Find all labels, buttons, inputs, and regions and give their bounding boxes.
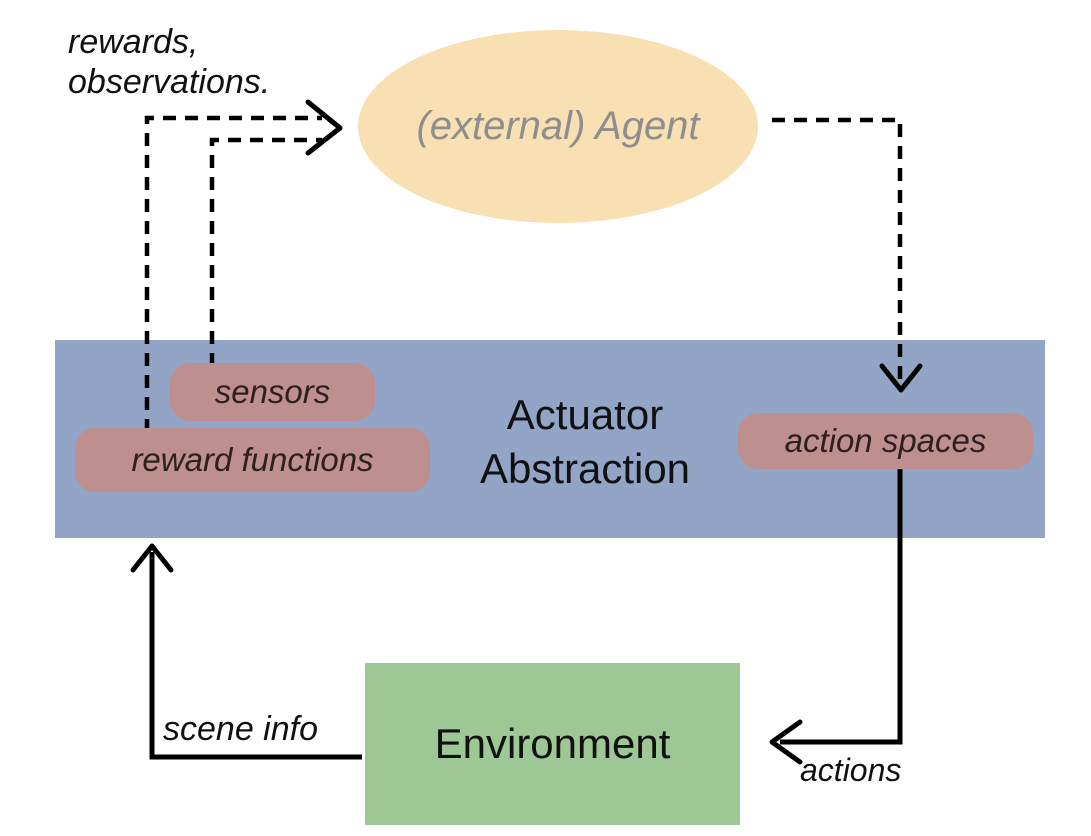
agent-label: (external) Agent: [416, 104, 700, 148]
environment-node: Environment: [365, 663, 740, 825]
arrowhead-up-icon: [130, 543, 174, 573]
agent-node: (external) Agent: [358, 30, 758, 223]
rewards-observations-label: rewards, observations.: [68, 23, 271, 102]
dashed-arrow-sensors-to-agent: [209, 137, 322, 366]
arrowhead-right-icon: [305, 99, 343, 156]
reward-functions-pill: reward functions: [75, 428, 430, 492]
action-spaces-pill-label: action spaces: [784, 422, 987, 459]
sensors-pill: sensors: [170, 363, 375, 421]
scene-info-label: scene info: [163, 710, 318, 748]
actions-label: actions: [800, 752, 902, 788]
reward-functions-pill-label: reward functions: [131, 441, 374, 478]
actuator-abstraction-label: Actuator Abstraction: [479, 391, 691, 492]
environment-label: Environment: [434, 720, 671, 767]
arrowhead-left-icon: [769, 719, 803, 765]
action-spaces-pill: action spaces: [738, 413, 1033, 469]
sensors-pill-label: sensors: [214, 373, 331, 410]
